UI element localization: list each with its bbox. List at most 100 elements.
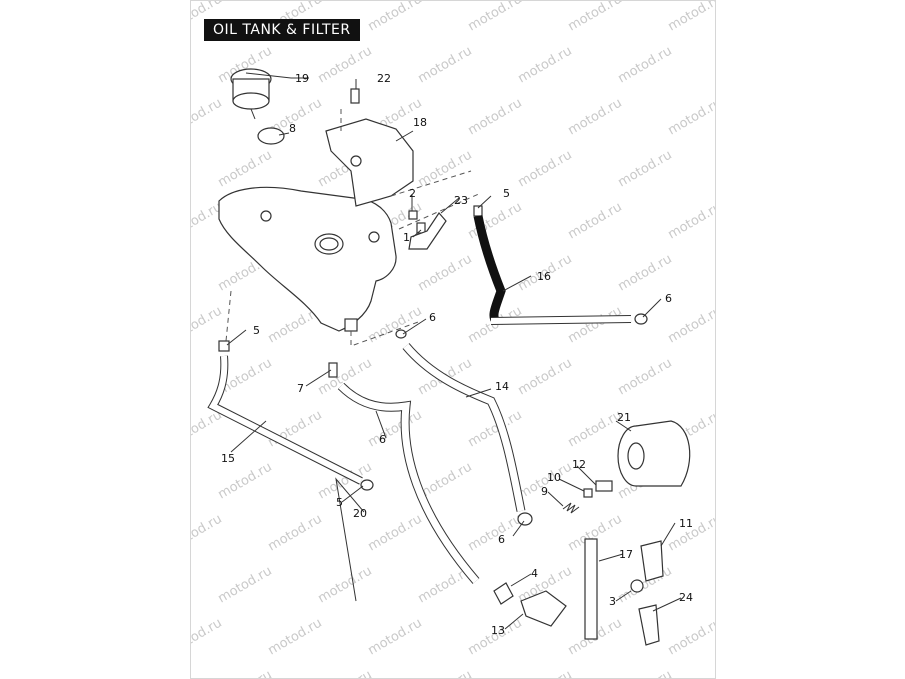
oil-tank-body bbox=[218, 186, 397, 332]
watermark-text: motod.ru bbox=[266, 616, 325, 659]
dipstick-cap-base bbox=[232, 92, 270, 110]
fitting-10 bbox=[583, 488, 593, 498]
callout-22: 22 bbox=[377, 72, 391, 85]
watermark-text: motod.ru bbox=[616, 252, 675, 295]
tank-boss-left bbox=[260, 210, 272, 222]
watermark-text: motod.ru bbox=[716, 252, 717, 295]
callout-3: 3 bbox=[609, 595, 616, 608]
watermark-text: motod.ru bbox=[466, 1, 525, 34]
callout-10: 10 bbox=[547, 471, 561, 484]
watermark-text: motod.ru bbox=[316, 668, 375, 679]
watermark-text: motod.ru bbox=[666, 1, 717, 34]
watermark-text: motod.ru bbox=[466, 512, 525, 555]
clip-11 bbox=[640, 540, 664, 582]
watermark-text: motod.ru bbox=[316, 564, 375, 607]
watermark-text: motod.ru bbox=[716, 668, 717, 679]
leader-lines bbox=[226, 72, 682, 630]
clamp-24 bbox=[638, 604, 660, 646]
watermark-text: motod.ru bbox=[616, 148, 675, 191]
callout-19: 19 bbox=[295, 72, 309, 85]
clamp-23 bbox=[408, 212, 447, 250]
callout-13: 13 bbox=[491, 624, 505, 637]
watermark-text: motod.ru bbox=[366, 512, 425, 555]
spring-9 bbox=[562, 502, 580, 514]
callout-20: 20 bbox=[353, 507, 367, 520]
callout-6-lower: 6 bbox=[498, 533, 505, 546]
callout-11: 11 bbox=[679, 517, 693, 530]
callout-1: 1 bbox=[403, 231, 410, 244]
watermark-text: motod.ru bbox=[716, 564, 717, 607]
o-ring bbox=[257, 127, 285, 145]
callout-17: 17 bbox=[619, 548, 633, 561]
watermark-text: motod.ru bbox=[716, 44, 717, 87]
diagram-title: OIL TANK & FILTER bbox=[204, 19, 360, 41]
oil-filter-canister bbox=[635, 420, 691, 487]
callout-4: 4 bbox=[531, 567, 538, 580]
oil-tank-bracket bbox=[325, 118, 414, 207]
watermark-text: motod.ru bbox=[716, 356, 717, 399]
watermark-text: motod.ru bbox=[616, 356, 675, 399]
watermark-text: motod.ru bbox=[191, 96, 225, 139]
callout-8: 8 bbox=[289, 122, 296, 135]
callout-18: 18 bbox=[413, 116, 427, 129]
watermark-text: motod.ru bbox=[716, 148, 717, 191]
tank-boss-right bbox=[368, 231, 380, 243]
watermark-text: motod.ru bbox=[566, 200, 625, 243]
watermark-text: motod.ru bbox=[366, 616, 425, 659]
watermark-text: motod.ru bbox=[516, 44, 575, 87]
callout-6-right: 6 bbox=[665, 292, 672, 305]
callout-24: 24 bbox=[679, 591, 693, 604]
watermark-text: motod.ru bbox=[516, 668, 575, 679]
adapter-12 bbox=[595, 480, 613, 492]
watermark-text: motod.ru bbox=[516, 356, 575, 399]
callout-21: 21 bbox=[617, 411, 631, 424]
watermark-text: motod.ru bbox=[366, 304, 425, 347]
watermark-text: motod.ru bbox=[466, 616, 525, 659]
exploded-parts-diagram: motod.ru motod.ru motod.ru motod.ru motod.ru… bbox=[191, 1, 717, 679]
hose-16-formed bbox=[473, 215, 506, 325]
callout-9: 9 bbox=[541, 485, 548, 498]
bolt-22 bbox=[350, 88, 360, 104]
clamp-5-left bbox=[218, 340, 230, 352]
callout-15: 15 bbox=[221, 452, 235, 465]
callout-23: 23 bbox=[454, 194, 468, 207]
callout-5-top: 5 bbox=[503, 187, 510, 200]
callout-5-bottom: 5 bbox=[336, 496, 343, 509]
watermark-text: motod.ru bbox=[191, 616, 225, 659]
watermark-text: motod.ru bbox=[666, 616, 717, 659]
clamp-6-lower bbox=[517, 512, 533, 526]
bracket-13 bbox=[520, 590, 567, 627]
callout-12: 12 bbox=[572, 458, 586, 471]
clamp-5-bottom bbox=[360, 479, 374, 491]
assembly-line-fittings bbox=[390, 170, 482, 230]
dipstick-stem bbox=[250, 108, 256, 120]
watermark-text: motod.ru bbox=[416, 252, 475, 295]
clamp-6-upper bbox=[395, 329, 407, 339]
watermark-text: motod.ru bbox=[516, 148, 575, 191]
watermark-text: motod.ru bbox=[266, 512, 325, 555]
oil-filter-center bbox=[627, 442, 645, 470]
watermark-text: motod.ru bbox=[366, 1, 425, 34]
bracket-nut bbox=[350, 155, 362, 167]
callout-6-upper: 6 bbox=[429, 311, 436, 324]
watermark-text: motod.ru bbox=[566, 408, 625, 451]
watermark-text: motod.ru bbox=[566, 1, 625, 34]
assembly-line-drain bbox=[350, 320, 422, 347]
watermark-text: motod.ru bbox=[191, 304, 225, 347]
fitting-7 bbox=[328, 362, 338, 378]
watermark-text: motod.ru bbox=[191, 408, 225, 451]
watermark-layer: motod.ru motod.ru motod.ru motod.ru motod.ru… bbox=[191, 1, 717, 679]
watermark-text: motod.ru bbox=[616, 668, 675, 679]
tank-filler-opening bbox=[319, 237, 339, 251]
fitting-1 bbox=[416, 222, 426, 234]
watermark-text: motod.ru bbox=[191, 512, 225, 555]
watermark-text: motod.ru bbox=[466, 96, 525, 139]
callout-14: 14 bbox=[495, 380, 509, 393]
watermark-text: motod.ru bbox=[666, 200, 717, 243]
dipstick-17 bbox=[584, 538, 598, 640]
watermark-text: motod.ru bbox=[316, 44, 375, 87]
watermark-text: motod.ru bbox=[216, 564, 275, 607]
watermark-text: motod.ru bbox=[566, 96, 625, 139]
fitting-2 bbox=[408, 210, 418, 220]
watermark-text: motod.ru bbox=[616, 44, 675, 87]
